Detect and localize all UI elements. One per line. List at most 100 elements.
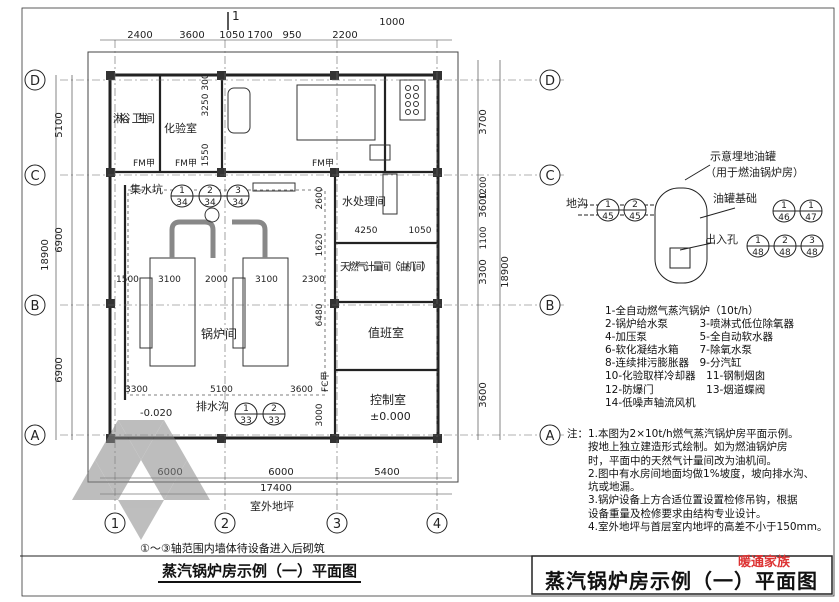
ref-4-bot: 33 [240,416,251,426]
building-walls [108,73,440,440]
outdoor-apron [87,51,459,483]
left-dim-3: 18900 [40,239,51,271]
grid-label-c-right: C [545,169,554,184]
oil-ditch-ref2-bot: 45 [629,212,640,222]
watermark-text: 暖通家族 [738,555,791,570]
plan-title: 蒸汽锅炉房示例（一）平面图 [158,560,362,583]
inner-dim-1550: 1550 [201,143,211,166]
right-dim-7: 3600 [478,382,489,407]
inner-dim-2300: 2300 [302,275,325,285]
title-box-right [531,555,833,595]
oil-base-ref1-top: 1 [781,201,787,211]
grid-label-d-left: D [30,74,40,89]
oil-inlet-label: 出入孔 [705,232,738,246]
oil-ditch-label: 地沟 [566,197,588,210]
inner-dim-2000: 2000 [205,275,228,285]
note-line: 时，平面中的天然气计量间改为油机间。 [567,454,777,467]
oil-tank-detail [578,164,736,284]
drain-ditch [127,189,326,396]
inner-dim-3250: 3250 [201,93,211,116]
oil-inlet-ref1-top: 1 [755,236,761,246]
inner-dim-1500: 1500 [116,275,139,285]
room-water: 水处理间 [342,195,386,208]
note-line: 3.锅炉设备上方合适位置设置检修吊钩，根据 [567,494,798,507]
note-line: 4.室外地坪与首层室内地坪的高差不小于150mm。 [567,521,828,534]
note-line: 坑或地漏。 [567,481,641,494]
ref-2-top: 2 [207,186,213,196]
bottom-dim-total: 17400 [260,483,292,494]
left-dim-2: 6900 [54,227,65,252]
columns [106,71,442,443]
top-dim-3: 1050 [219,30,244,41]
legend-item: 1-全自动燃气蒸汽锅炉（10t/h） [605,305,759,317]
grid-label-3: 3 [333,517,341,532]
grid-label-2: 2 [221,517,229,532]
inner-dim-300: 300 [201,73,211,90]
note-line: 设备重量及检修要求由结构专业设计。 [567,507,767,520]
right-dim-6: 18900 [500,256,511,288]
level-control: ±0.000 [370,410,411,423]
detail-refs [170,184,286,426]
left-dim-4: 6900 [54,357,65,382]
interior-walls [110,75,438,438]
legend-item: 6-软化凝结水箱 7-除氧水泵 [605,344,752,357]
legend-item: 14-低噪声轴流风机 [605,396,696,409]
oil-inlet-ref3-top: 3 [809,236,815,246]
room-sump: 集水坑 [130,182,163,196]
inner-dim-5100: 5100 [210,385,233,395]
oil-ditch-ref1-top: 1 [605,200,611,210]
top-dim-6: 2200 [332,30,357,41]
inner-dim-3600: 3600 [290,385,313,395]
oil-tank-title1: 示意埋地油罐 [710,149,776,163]
oil-ditch-ref2-top: 2 [632,200,638,210]
inner-dim-4250: 4250 [355,226,378,236]
grid-label-b-left: B [31,299,40,314]
note-line: 2.图中有水房间地面均做1%坡度，坡向排水沟、 [567,467,815,480]
top-dim-4: 1700 [247,30,272,41]
room-duty: 值班室 [368,325,404,340]
right-dim-2: 3600 [478,192,489,217]
right-dim-1: 3700 [478,109,489,134]
top-dim-1: 2400 [127,30,152,41]
oil-tank-title2: （用于燃油锅炉房） [705,165,804,179]
ref-5-bot: 33 [268,416,279,426]
legend-item: 4-加压泵 5-全自动软水器 [605,331,773,344]
grid-label-1: 1 [111,517,119,532]
door-fc: FC甲 [320,372,331,392]
door-fm-2: FM甲 [175,158,197,169]
door-fm-3: FM甲 [312,158,334,169]
grid-label-a-right: A [546,429,555,444]
ref-4-top: 1 [243,404,249,414]
note-line: 按地上独立建造形式绘制。如为燃油锅炉房 [567,441,788,454]
ref-1-bot: 34 [176,198,188,208]
oil-base-label: 油罐基础 [713,191,757,205]
right-dim-3: 1200 [479,176,489,199]
legend-item: 2-锅炉给水泵 3-喷淋式低位除氧器 [605,318,794,331]
boiler-equipment [139,79,426,367]
grid-label-b-right: B [546,299,555,314]
room-bath: 淋浴、卫生间 [113,111,155,125]
right-dim-5: 3300 [478,259,489,284]
oil-base-ref2-top: 1 [808,201,814,211]
door-fm-1: FM甲 [133,158,155,169]
section-mark-top: 1 [232,9,240,23]
inner-dim-1050: 1050 [409,226,432,236]
oil-ditch-ref1-bot: 45 [602,212,613,222]
notes-block: 注：1.本图为2×10t/h燃气蒸汽锅炉房平面示例。 按地上独立建造形式绘制。如… [567,428,835,534]
bottom-dim-3: 5400 [374,467,399,478]
right-dim-4: 1100 [479,226,489,249]
inner-dim-3100b: 3100 [255,275,278,285]
top-dim-5: 950 [282,30,301,41]
level-boiler: -0.020 [140,408,172,419]
construction-note: ①～③轴范围内墙体待设备进入后砌筑 [140,542,325,555]
left-dim-1: 5100 [54,112,65,137]
room-lab: 化验室 [164,121,197,135]
ref-3-bot: 34 [232,198,244,208]
legend-item: 10-化验取样冷却器 11-钢制烟囱 [605,370,766,383]
legend-item: 12-防爆门 13-烟道蝶阀 [605,383,766,396]
grid-label-4: 4 [433,517,441,532]
ref-2-bot: 34 [204,198,216,208]
top-dim-2: 3600 [179,30,204,41]
inner-dim-3300: 3300 [125,385,148,395]
